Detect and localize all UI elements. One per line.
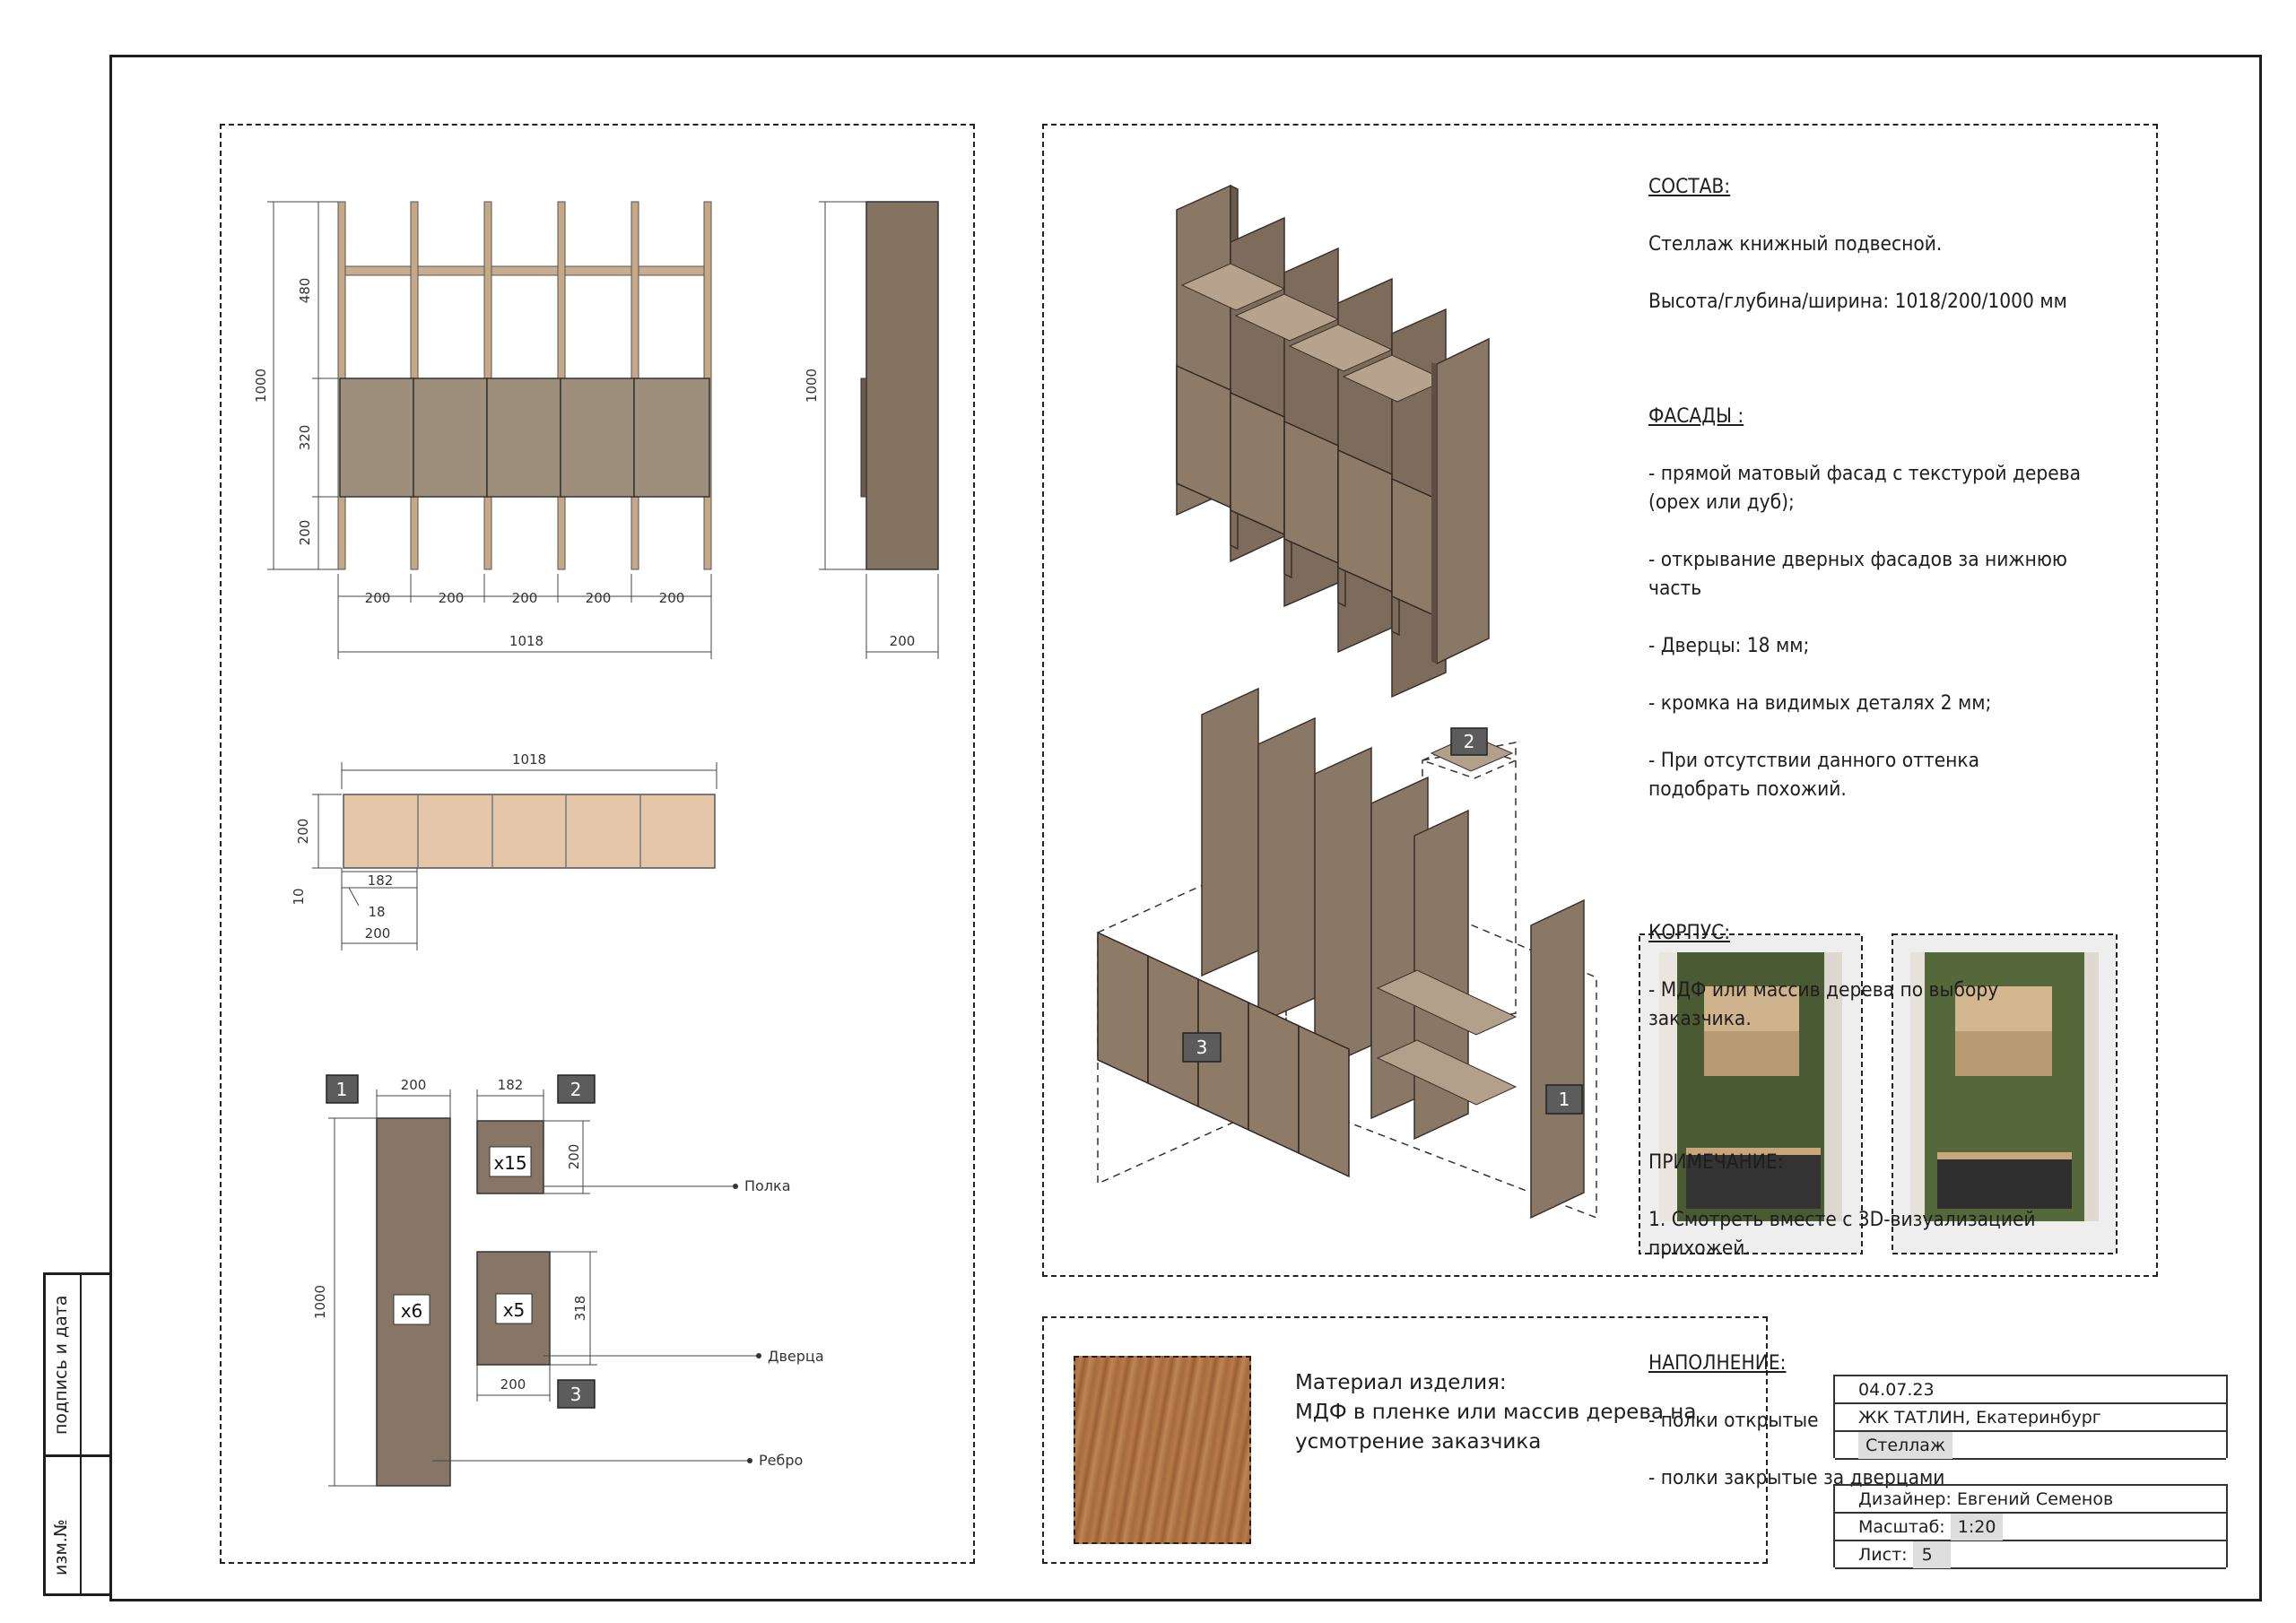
korpus-line-1: - МДФ или массив дерева по выбору заказч… (1648, 978, 1999, 1030)
plan-depth: 200 (295, 819, 311, 845)
tb-sheet-label: Лист: (1858, 1545, 1908, 1565)
front-elevation: 1000 480 320 200 200 200 200 200 200 101… (253, 201, 712, 659)
explode-badge-1: 1 (1545, 1084, 1583, 1115)
fasady-line-1: - прямой матовый фасад с текстурой дерев… (1648, 462, 2082, 514)
tb-scale-label: Масштаб: (1858, 1517, 1945, 1537)
dim-w-2: 200 (439, 590, 465, 606)
svg-text:3: 3 (1196, 1037, 1208, 1058)
door-height: 318 (572, 1296, 588, 1322)
side-dim-depth: 200 (890, 633, 916, 649)
door-count: x5 (503, 1299, 526, 1321)
isometric-views: 2 3 1 (1097, 184, 2118, 1254)
plan-bottom: 200 (365, 925, 391, 942)
svg-text:3: 3 (570, 1384, 582, 1405)
drawings-panel (220, 124, 975, 1564)
shelf-height: 200 (566, 1144, 582, 1170)
title-block-bottom: Дизайнер: Евгений Семенов Масштаб: 1:20 … (1833, 1484, 2228, 1569)
plan-total-width: 1018 (512, 751, 546, 768)
svg-text:1: 1 (336, 1079, 348, 1100)
dim-w-3: 200 (512, 590, 538, 606)
exploded-shelf: 2 3 1 (1097, 687, 1597, 1219)
svg-text:2: 2 (570, 1079, 582, 1100)
napol-heading: НАПОЛНЕНИЕ: (1648, 1351, 1787, 1375)
korpus-heading: КОРПУС: (1648, 921, 1731, 944)
dim-total-width: 1018 (509, 633, 544, 649)
shelf-width: 182 (498, 1077, 524, 1093)
render-thumbnail-2 (1892, 933, 2118, 1254)
technical-drawings: 1000 480 320 200 200 200 200 200 200 101… (253, 201, 939, 1487)
sign-date-label: подпись и дата (51, 1295, 71, 1435)
render-thumbnail-1 (1639, 933, 1863, 1254)
rib-leader-label: Ребро (759, 1452, 803, 1469)
tb-item: Стеллаж (1858, 1432, 1953, 1459)
fasady-line-3: - Дверцы: 18 мм; (1648, 634, 1810, 657)
prim-line-1: 1. Смотреть вместе с 3D-визуализацией пр… (1648, 1208, 2036, 1260)
fasady-line-4: - кромка на видимых деталях 2 мм; (1648, 691, 1992, 715)
side-stamp: подпись и дата изм.№ (43, 1272, 109, 1596)
material-panel (1042, 1316, 1768, 1564)
tb-date: 04.07.23 (1835, 1376, 2226, 1404)
plan-thickness: 18 (368, 904, 385, 920)
change-number-label: изм.№ (51, 1519, 71, 1575)
explode-badge-3: 3 (1182, 1032, 1222, 1063)
plan-inner: 182 (368, 872, 394, 889)
shelf-leader-label: Полка (744, 1177, 791, 1194)
tb-scale: 1:20 (1950, 1514, 2004, 1541)
material-swatch (1074, 1356, 1251, 1544)
part-badge-3: 3 (557, 1379, 596, 1409)
dim-w-5: 200 (659, 590, 685, 606)
specification-text: СОСТАВ: Стеллаж книжный подвесной. Высот… (1648, 143, 2133, 1521)
prim-heading: ПРИМЕЧАНИЕ: (1648, 1150, 1784, 1174)
title-block-top: 04.07.23 ЖК ТАТЛИН, Екатеринбург Стеллаж (1833, 1375, 2228, 1460)
drawing-frame (109, 55, 2262, 1601)
door-leader-label: Дверца (768, 1348, 824, 1365)
shelf-count: x15 (493, 1152, 526, 1174)
spec-panel (1042, 124, 2158, 1277)
sostav-line-2: Высота/глубина/ширина: 1018/200/1000 мм (1648, 290, 2067, 313)
dim-w-1: 200 (365, 590, 391, 606)
rib-height: 1000 (312, 1285, 328, 1319)
material-title: Материал изделия: (1295, 1371, 1507, 1394)
plan-offset: 10 (291, 888, 307, 905)
parts-list: 1 2 3 x6 x15 x5 (312, 1074, 824, 1487)
plan-view: 1018 200 182 18 10 200 (291, 751, 718, 950)
dim-200: 200 (297, 520, 313, 546)
fasady-line-5: - При отсутствии данного оттенка подобра… (1648, 749, 1980, 801)
tb-project: ЖК ТАТЛИН, Екатеринбург (1835, 1404, 2226, 1432)
part-badge-1: 1 (326, 1074, 359, 1104)
dim-480: 480 (297, 278, 313, 304)
part-badge-2: 2 (557, 1074, 596, 1104)
tb-designer: Дизайнер: Евгений Семенов (1835, 1486, 2226, 1514)
svg-text:1: 1 (1559, 1089, 1570, 1110)
napol-line-1: - полки открытые (1648, 1409, 1819, 1432)
explode-badge-2: 2 (1450, 727, 1488, 756)
sostav-line-1: Стеллаж книжный подвесной. (1648, 232, 1943, 256)
material-text: МДФ в пленке или массив дерева на усмотр… (1295, 1401, 1697, 1454)
sostav-heading: СОСТАВ: (1648, 175, 1731, 198)
side-elevation: 1000 200 (804, 201, 939, 659)
door-width: 200 (500, 1376, 526, 1393)
fasady-line-2: - открывание дверных фасадов за нижнюю ч… (1648, 548, 2067, 600)
dim-320: 320 (297, 425, 313, 451)
tb-sheet: 5 (1912, 1541, 1951, 1568)
rib-count: x6 (401, 1300, 423, 1322)
fasady-heading: ФАСАДЫ : (1648, 404, 1744, 428)
dim-height-1000: 1000 (253, 369, 269, 403)
side-dim-height: 1000 (804, 369, 820, 403)
assembled-shelf (1176, 184, 1490, 699)
svg-text:2: 2 (1464, 731, 1475, 752)
dim-w-4: 200 (586, 590, 612, 606)
rib-width: 200 (401, 1077, 427, 1093)
